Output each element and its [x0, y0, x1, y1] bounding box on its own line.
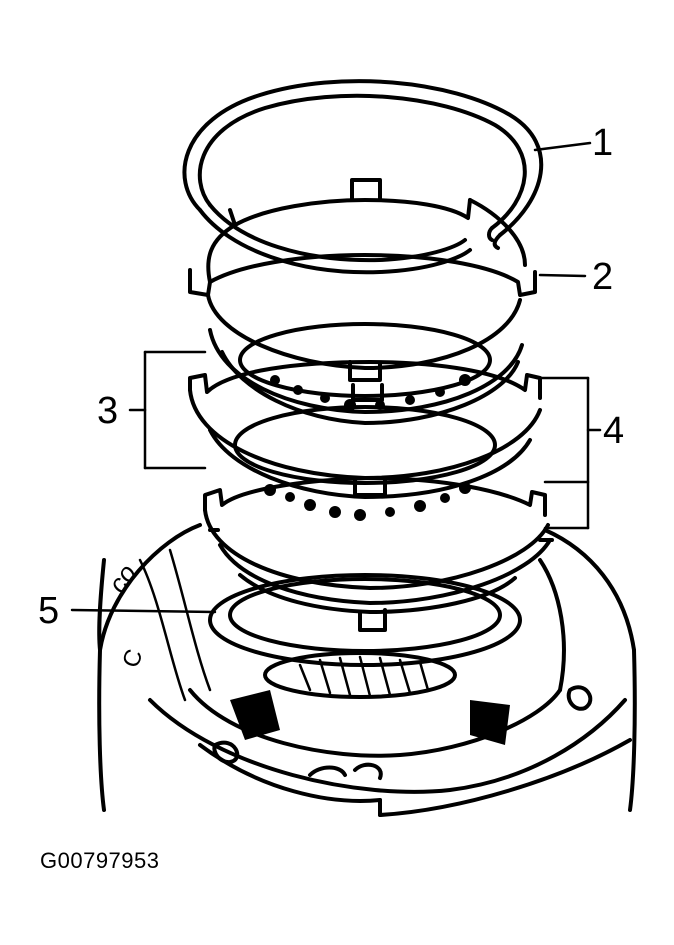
clutch-plate-lower	[203, 476, 554, 632]
part-2-clutch-plate	[188, 178, 537, 382]
callout-1: 1	[592, 122, 614, 164]
housing-mark-co: co	[102, 558, 142, 598]
part-1-snap-ring	[182, 79, 544, 275]
leader-lines	[70, 141, 602, 614]
callout-3: 3	[97, 390, 119, 432]
figure-id: G00797953	[40, 848, 160, 873]
callout-4: 4	[603, 410, 625, 452]
housing-mark-c: C	[117, 646, 148, 672]
part-5-backing-plate	[208, 573, 522, 667]
clutch-plate-middle-2	[188, 360, 542, 521]
clutch-plate-middle-1	[208, 322, 524, 425]
callout-5: 5	[38, 590, 60, 632]
clutch-housing: co C	[97, 523, 637, 817]
callout-2: 2	[592, 256, 614, 298]
